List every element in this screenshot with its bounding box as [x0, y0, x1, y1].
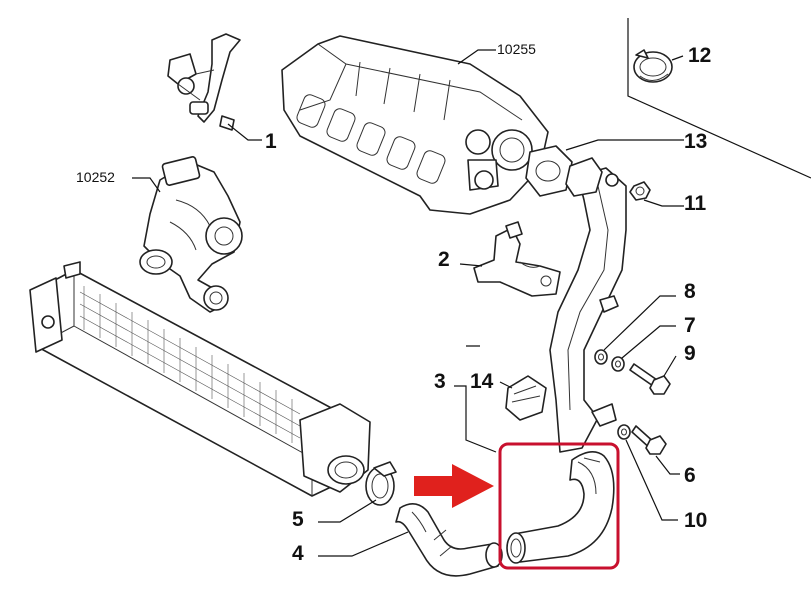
callout-8: 8 [684, 280, 696, 303]
callout-10: 10 [684, 509, 707, 532]
part-12-clamp-ring [633, 49, 673, 83]
leader-3 [454, 345, 497, 453]
leader-8 [603, 295, 676, 351]
part-13-gasket [525, 145, 573, 197]
callout-12: 12 [688, 44, 711, 67]
turbocharger [139, 156, 243, 313]
part-6-bolt [631, 425, 667, 455]
leader-10255 [457, 49, 496, 65]
part-7-washer [611, 356, 625, 372]
callout-4: 4 [292, 542, 304, 565]
part-3-upper-pipe [549, 157, 627, 453]
leader-13 [565, 139, 684, 151]
leader-4 [318, 531, 409, 557]
part-10-washer [617, 424, 631, 440]
leader-10252 [132, 177, 161, 193]
leader-10 [625, 439, 678, 521]
intercooler [29, 261, 371, 497]
part-4-lower-hose [395, 503, 503, 577]
intercooler-fins [79, 286, 301, 443]
ref-10252: 10252 [76, 169, 115, 185]
part-14-connector [505, 375, 547, 421]
callout-7: 7 [684, 314, 696, 337]
callout-11: 11 [684, 192, 707, 215]
callout-13: 13 [684, 130, 707, 153]
part-8-washer [594, 349, 608, 365]
part-2-bracket [473, 221, 561, 297]
intake-manifold [281, 35, 549, 215]
pointer-arrow [414, 464, 494, 508]
callout-1: 1 [265, 130, 277, 153]
highlighted-hose-body [513, 451, 615, 563]
leader-7 [621, 325, 676, 359]
leader-11 [643, 199, 684, 207]
callout-3: 3 [434, 370, 446, 393]
part-1-bracket-sensor [167, 33, 241, 131]
kit-boundary-line [627, 18, 811, 179]
leader-5 [318, 499, 377, 523]
callout-2: 2 [438, 248, 450, 271]
leader-2 [459, 263, 483, 267]
callout-9: 9 [684, 342, 696, 365]
callout-5: 5 [292, 508, 304, 531]
part-11-nut [629, 181, 651, 201]
ref-10255: 10255 [497, 41, 536, 57]
leader-12 [671, 55, 684, 61]
part-5-clamp [365, 461, 397, 506]
callout-14: 14 [470, 370, 494, 393]
part-9-bolt [629, 363, 671, 395]
leader-6 [655, 455, 680, 475]
callout-6: 6 [684, 464, 696, 487]
highlighted-hose [506, 451, 615, 564]
leader-9 [663, 355, 677, 377]
focus-frame [498, 442, 620, 570]
leader-1 [227, 123, 262, 141]
leader-14 [499, 381, 513, 389]
